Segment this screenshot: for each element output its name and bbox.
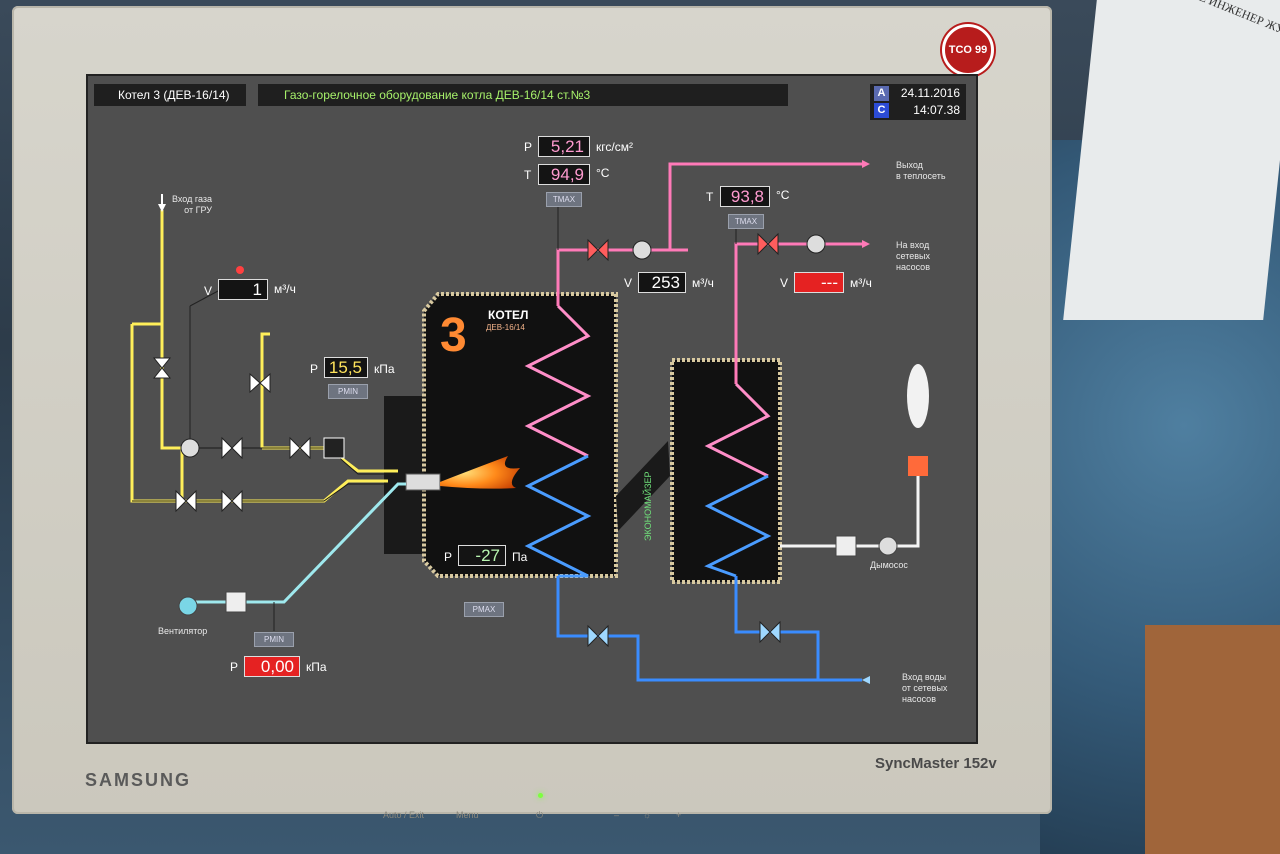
fan-pressure-label: P [230, 660, 239, 674]
monitor-model: SyncMaster 152v [875, 755, 997, 772]
gas-flow-value: 1 [218, 279, 268, 300]
smoke-plume-icon [907, 364, 929, 428]
monitor-brand: SAMSUNG [85, 770, 192, 790]
flue-gas-pipes [780, 456, 920, 548]
power-led [538, 793, 543, 798]
furnace-pmax-tag[interactable]: PMAX [464, 602, 504, 617]
fan-pressure-value: 0,00 [244, 656, 300, 677]
gas-pmin-tag[interactable]: PMIN [328, 384, 368, 399]
header-clock: A C 24.11.2016 14:07.38 [870, 84, 966, 120]
return-flow-unit: м³/ч [850, 276, 872, 290]
page-title: Газо-горелочное оборудование котла ДЕВ-1… [258, 84, 788, 106]
return-temperature-unit: °С [776, 188, 790, 202]
water-inlet-label: Вход воды от сетевых насосов [902, 672, 948, 704]
date-display: 24.11.2016 [900, 86, 960, 100]
outlet-flow-unit: м³/ч [692, 276, 714, 290]
monitor-button-plus[interactable]: + [676, 810, 682, 820]
economizer-label: ЭКОНОМАЙЗЕР [643, 471, 653, 541]
gas-flow-label: V [204, 284, 213, 298]
furnace-pressure-unit: Па [512, 550, 528, 564]
gas-filter-icon [323, 437, 345, 459]
monitor-button-auto[interactable]: Auto / Exit [383, 810, 425, 820]
return-tmax-tag[interactable]: TMAX [728, 214, 764, 229]
brightness-icon[interactable]: ☼ [643, 810, 652, 820]
outlet-flow-label: V [624, 276, 633, 290]
economizer-coil-hot [704, 382, 771, 478]
fan-icon [178, 596, 198, 616]
hot-water-valves [587, 232, 779, 262]
burner-icon [405, 473, 441, 491]
fan-pressure-unit: кПа [306, 660, 327, 674]
gas-pipes [130, 210, 398, 503]
boiler-coil-cold [524, 454, 592, 578]
gas-inlet-label: Вход газа от ГРУ [172, 194, 212, 215]
tco-badge: TCO 99 [942, 24, 994, 76]
outlet-flowmeter-icon [632, 240, 652, 260]
mode-c-button[interactable]: C [874, 103, 889, 118]
gas-pressure-label: P [310, 362, 319, 376]
return-temperature-label: T [706, 190, 714, 204]
outlet-tmax-tag[interactable]: TMAX [546, 192, 582, 207]
scada-screen: Котел 3 (ДЕВ-16/14) Газо-горелочное обор… [86, 74, 978, 744]
outlet-flow-value: 253 [638, 272, 686, 293]
monitor-button-menu[interactable]: Menu [456, 810, 479, 820]
time-display: 14:07.38 [913, 103, 960, 117]
mode-a-button[interactable]: A [874, 86, 889, 101]
outlet-temperature-label: T [524, 168, 532, 182]
economizer-body [670, 358, 782, 584]
furnace-pressure-label: P [444, 550, 453, 564]
gas-alarm-lamp [236, 266, 244, 274]
gas-flow-unit: м³/ч [274, 282, 296, 296]
outlet-temperature-unit: °С [596, 166, 610, 180]
return-flow-value: --- [794, 272, 844, 293]
return-destination-label: На вход сетевых насосов [896, 240, 930, 272]
boiler-number: 3 [440, 309, 467, 362]
gas-pressure-value: 15,5 [324, 357, 368, 378]
economizer-coil-cold [704, 474, 772, 578]
flue-damper-icon [835, 535, 857, 557]
flame-icon [440, 456, 520, 489]
return-temperature-value: 93,8 [720, 186, 770, 207]
cold-water-pipes [556, 576, 862, 682]
outlet-temperature-value: 94,9 [538, 164, 590, 185]
return-flow-label: V [780, 276, 789, 290]
boiler-coil-hot [524, 304, 592, 458]
outlet-destination-label: Выход в теплосеть [896, 160, 946, 181]
smoke-exhauster-icon [878, 536, 898, 556]
process-diagram [130, 160, 929, 684]
furnace-pressure-value: -27 [458, 545, 506, 566]
outlet-pressure-unit: кгс/см² [596, 140, 633, 154]
gas-flowmeter-icon [180, 438, 200, 458]
flue-duct [616, 441, 670, 531]
power-button-icon[interactable]: ⏻ [536, 810, 544, 820]
smoke-exhauster-label: Дымосос [870, 560, 908, 570]
outlet-pressure-label: P [524, 140, 533, 154]
air-damper-icon [225, 591, 247, 613]
fan-label: Вентилятор [158, 626, 208, 636]
boiler-selector[interactable]: Котел 3 (ДЕВ-16/14) [94, 84, 246, 106]
gas-valves [152, 357, 311, 513]
return-flowmeter-icon [806, 234, 826, 254]
cardboard-box [1145, 625, 1280, 854]
monitor-button-minus[interactable]: – [614, 810, 620, 820]
cold-water-valves [587, 620, 781, 648]
fan-pmin-tag[interactable]: PMIN [254, 632, 294, 647]
boiler-title: КОТЕЛ [488, 308, 529, 322]
chimney-icon [908, 456, 928, 476]
gas-pressure-unit: кПа [374, 362, 395, 376]
background-paper [1063, 0, 1280, 320]
outlet-pressure-value: 5,21 [538, 136, 590, 157]
boiler-subtitle: ДЕВ-16/14 [486, 323, 525, 332]
